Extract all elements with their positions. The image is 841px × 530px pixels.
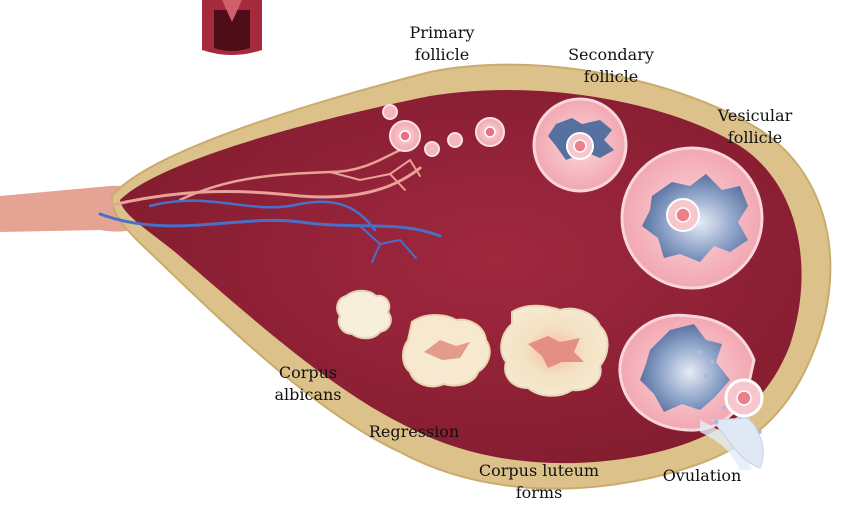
label-line: forms	[515, 483, 563, 502]
label-corpus-albicans: Corpus albicans	[268, 362, 348, 406]
label-line: Vesicular	[717, 106, 793, 125]
label-line: Primary	[409, 23, 475, 42]
released-fluid	[710, 417, 764, 469]
label-line: Corpus	[278, 363, 338, 382]
secondary-follicle	[532, 97, 628, 193]
label-corpus-luteum-forms: Corpus luteum forms	[474, 460, 604, 504]
regressing-corpus-luteum	[402, 314, 491, 388]
corpus-albicans	[336, 289, 392, 340]
label-line: Ovulation	[662, 466, 742, 485]
label-line: follicle	[414, 45, 470, 64]
primary-follicles	[382, 104, 505, 157]
ovulating-follicle	[618, 313, 764, 470]
label-vesicular-follicle: Vesicular follicle	[705, 105, 805, 149]
label-secondary-follicle: Secondary follicle	[556, 44, 666, 88]
uterine-tube-fragment	[202, 0, 262, 55]
label-line: follicle	[583, 67, 639, 86]
label-regression: Regression	[364, 421, 464, 443]
label-line: Secondary	[568, 45, 654, 64]
label-line: albicans	[274, 385, 342, 404]
label-primary-follicle: Primary follicle	[397, 22, 487, 66]
blood-vessels	[98, 148, 442, 263]
label-line: Corpus luteum	[478, 461, 600, 480]
vesicular-follicle	[620, 146, 764, 290]
label-ovulation: Ovulation	[652, 465, 752, 487]
label-line: Regression	[368, 422, 460, 441]
label-line: follicle	[727, 128, 783, 147]
ovarian-ligament	[0, 185, 140, 232]
corpus-luteum	[500, 304, 609, 397]
